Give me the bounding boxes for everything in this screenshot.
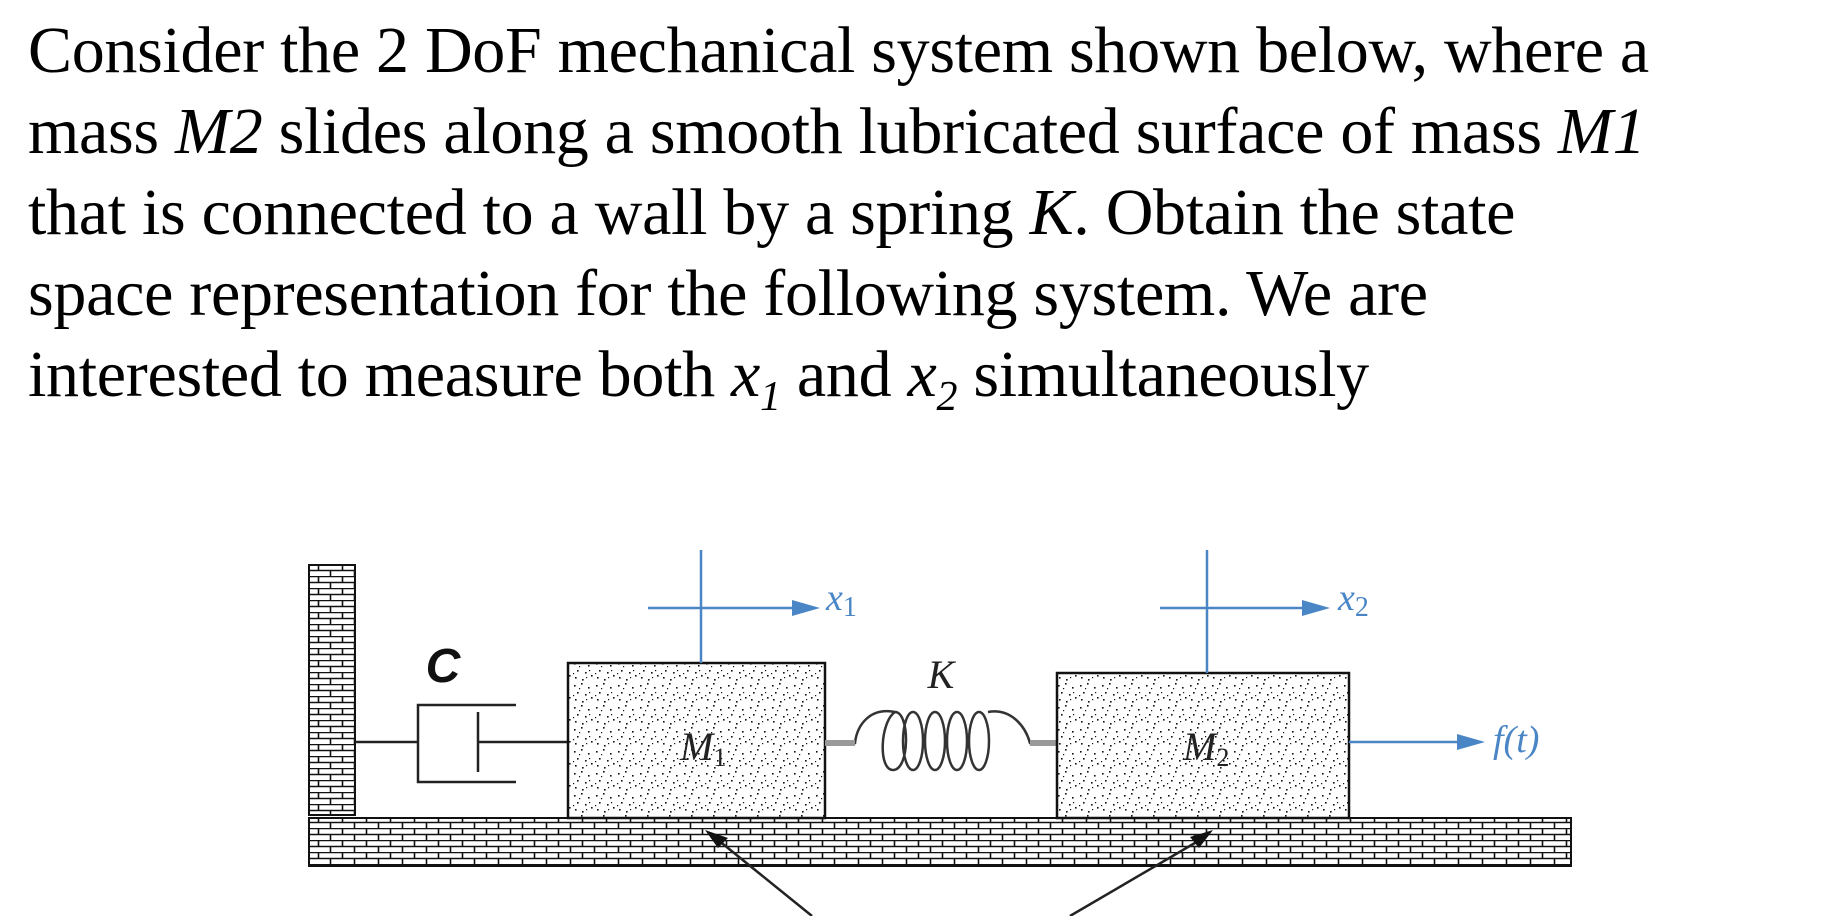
force-label: f(t) [1493, 719, 1539, 761]
problem-line-5: interested to measure both x1 and x2 sim… [28, 338, 1369, 420]
problem-line-4: space representation for the following s… [28, 257, 1428, 330]
problem-line-2: mass M2 slides along a smooth lubricated… [28, 95, 1646, 168]
force-arrowhead [1457, 734, 1485, 750]
problem-statement: Consider the 2 DoF mechanical system sho… [28, 10, 1843, 420]
surface-pointer-arrows [717, 838, 1201, 916]
problem-line-1: Consider the 2 DoF mechanical system sho… [28, 14, 1649, 87]
x1-label: x1 [825, 577, 857, 623]
spring [825, 709, 1057, 772]
floor [308, 817, 1572, 867]
var-x2: x2 [907, 338, 958, 420]
mass-1-block [566, 661, 827, 820]
pointer-arrowhead-left [705, 830, 728, 848]
pointer-arrowhead-right [1190, 830, 1213, 848]
x1-arrowhead [792, 600, 820, 616]
var-m2: M2 [175, 95, 263, 168]
x2-coordinate-marker [1160, 550, 1310, 673]
problem-line-3: that is connected to a wall by a spring … [28, 176, 1516, 249]
damper-label: C [426, 640, 462, 693]
wall [308, 564, 356, 816]
x2-label: x2 [1337, 577, 1369, 623]
var-k: K [1029, 176, 1074, 249]
mass-2-block [1055, 671, 1351, 820]
var-m1: M1 [1557, 95, 1646, 168]
mass-1-label: M1 [679, 724, 726, 772]
x2-arrowhead [1302, 600, 1330, 616]
x1-coordinate-marker [648, 550, 800, 663]
spring-label: K [927, 652, 957, 697]
mass-2-label: M2 [1182, 724, 1229, 772]
damper [355, 703, 568, 784]
var-x1: x1 [731, 338, 781, 420]
